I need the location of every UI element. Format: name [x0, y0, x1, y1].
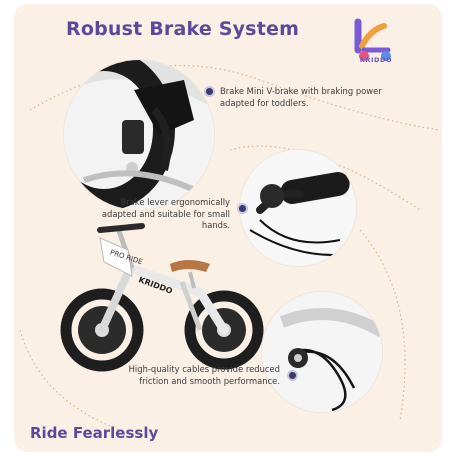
cable-closeup-image	[262, 292, 382, 412]
seat	[170, 260, 210, 272]
callout-brake-lever: Brake lever ergonomically adapted and su…	[90, 197, 246, 232]
balance-bike-image: PRO RIDE KRIDDO	[60, 223, 264, 372]
callout-text: High-quality cables provide reduced fric…	[128, 364, 280, 386]
v-brake-closeup-image	[64, 60, 214, 210]
bullet-icon	[289, 372, 296, 379]
bullet-icon	[239, 205, 246, 212]
callout-text: Brake Mini V-brake with braking power ad…	[220, 86, 382, 108]
bullet-icon	[206, 88, 213, 95]
brand-name: KRIDDO	[359, 56, 393, 64]
callout-v-brake: Brake Mini V-brake with braking power ad…	[206, 86, 390, 109]
footer-tagline: Ride Fearlessly	[30, 424, 159, 442]
page-title: Robust Brake System	[66, 18, 300, 40]
kriddo-logo-icon	[354, 18, 391, 61]
callout-text: Brake lever ergonomically adapted and su…	[101, 197, 230, 230]
brake-lever-closeup-image	[240, 150, 356, 266]
callout-cables: High-quality cables provide reduced fric…	[108, 364, 296, 387]
